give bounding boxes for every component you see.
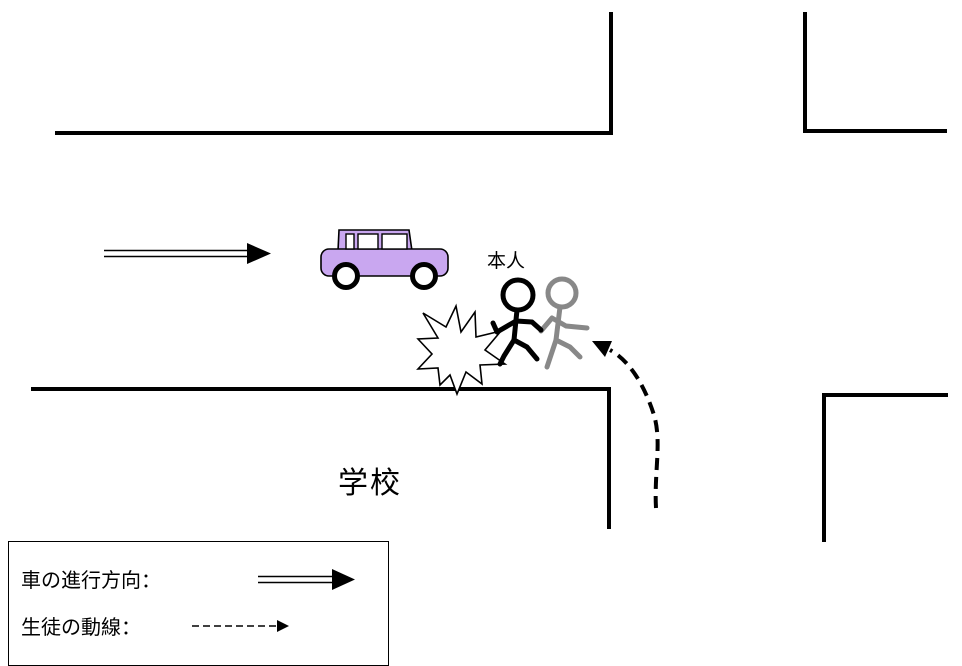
stick-figure-icon [490,277,544,367]
bottom-left-block-edge [31,387,611,529]
road-lines [31,12,948,542]
legend-car-direction-label: 車の進行方向： [21,568,161,592]
legend-student-path-label: 生徒の動線： [21,615,141,639]
double-arrow-icon [104,243,271,264]
car-icon [320,229,449,290]
double-arrow-icon [258,569,355,590]
dashed-arrow-icon [192,620,289,632]
dashed-arrow-icon [592,341,660,509]
legend-box: 車の進行方向： 生徒の動線： [8,541,389,666]
person-label: 本人 [487,250,526,272]
collision-burst-icon [416,303,508,397]
stick-figure-icon [538,276,590,370]
top-right-block-edge [803,12,947,133]
school-label: 学校 [338,466,402,501]
top-left-block-edge [55,12,613,135]
bottom-right-block-edge [822,393,948,542]
